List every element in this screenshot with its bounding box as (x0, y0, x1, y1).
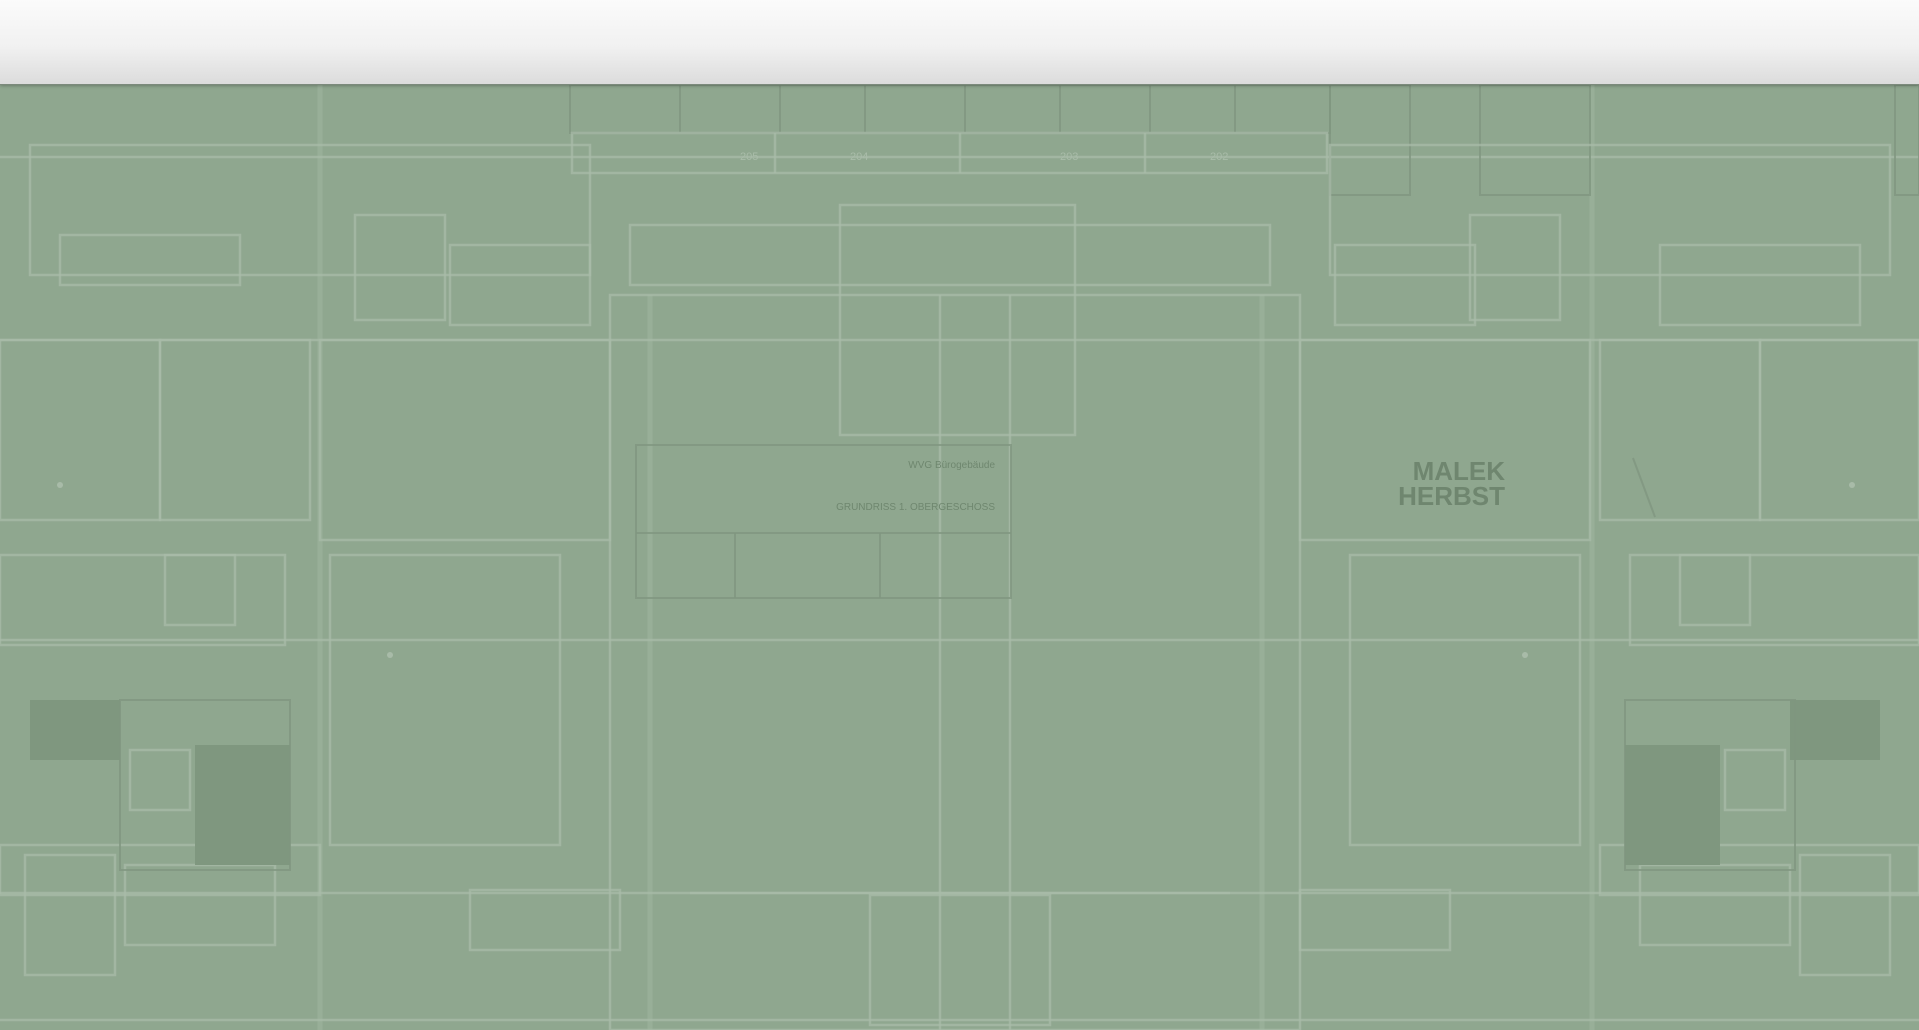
header-bar (0, 0, 1919, 85)
logo-line1: MALEK (1413, 456, 1506, 486)
unit-number: 202 (1210, 151, 1228, 163)
unit-number: 203 (1060, 151, 1078, 163)
floorplan-drawing: WVG Bürogebäude GRUNDRISS 1. OBERGESCHOS… (0, 85, 1919, 1030)
title-block-project: WVG Bürogebäude (908, 460, 995, 471)
logo-line2: HERBST (1398, 481, 1505, 511)
floorplan-background: WVG Bürogebäude GRUNDRISS 1. OBERGESCHOS… (0, 85, 1919, 1030)
title-block-subtitle: GRUNDRISS 1. OBERGESCHOSS (836, 502, 995, 513)
unit-number: 204 (850, 151, 868, 163)
unit-number: 205 (740, 151, 758, 163)
